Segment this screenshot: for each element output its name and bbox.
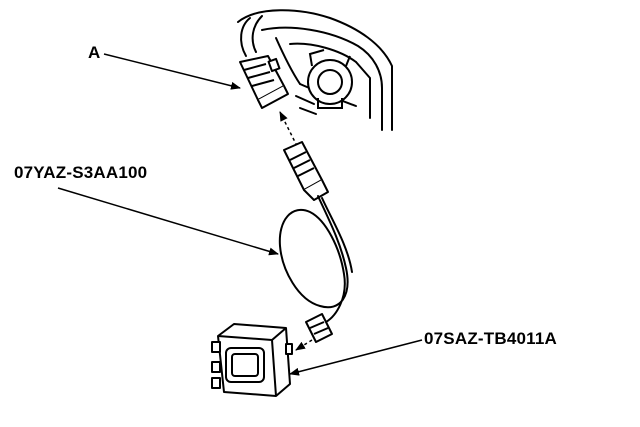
unit-connection-line	[295, 339, 313, 351]
leader-lines	[57, 53, 423, 376]
leader-a	[103, 53, 241, 90]
leader-unit	[289, 339, 423, 376]
panel-fitting	[307, 49, 353, 109]
vehicle-harness	[240, 15, 263, 57]
callout-unit-part-number: 07SAZ-TB4011A	[424, 329, 557, 348]
unit-plug	[305, 313, 333, 343]
connector-a	[239, 55, 289, 109]
callout-a: A	[88, 43, 101, 62]
cable-plug	[283, 141, 329, 201]
coiled-cable	[278, 195, 353, 331]
connection-line	[279, 111, 298, 147]
leader-cable	[57, 187, 279, 256]
callout-cable-part-number: 07YAZ-S3AA100	[14, 163, 148, 182]
control-unit	[211, 323, 293, 397]
